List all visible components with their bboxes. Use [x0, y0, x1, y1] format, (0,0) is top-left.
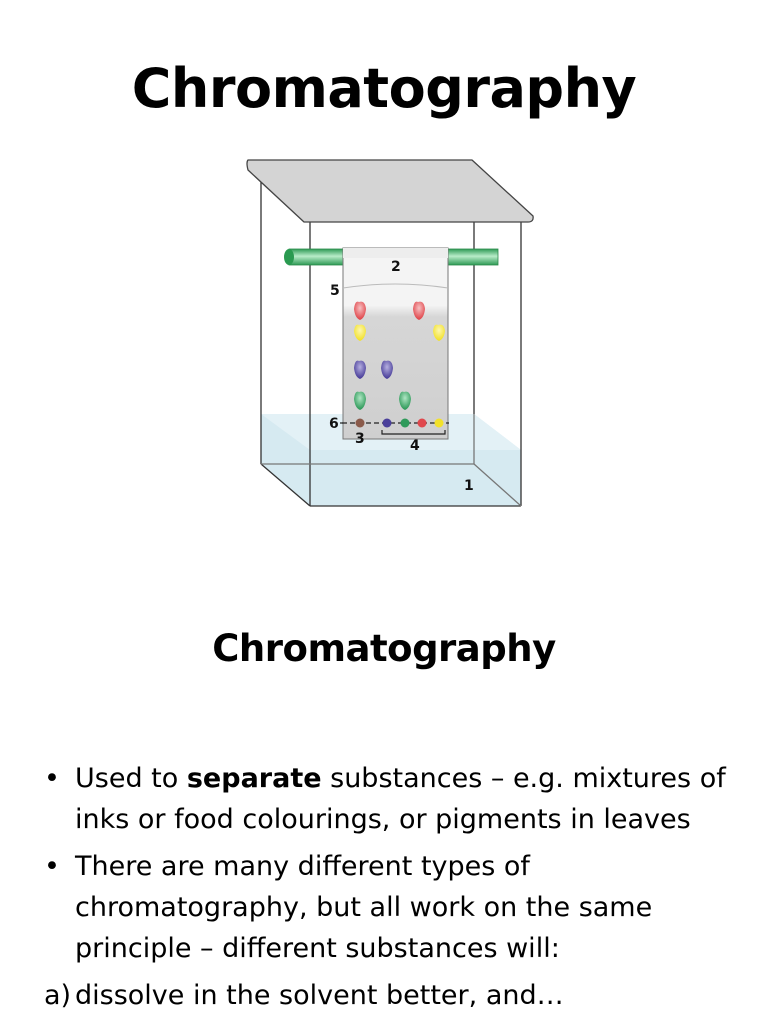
bullet-text-post: substances – e.g. mixtures of inks or fo…	[75, 763, 726, 835]
bullet-dot-icon: •	[44, 851, 60, 882]
label-tank: 1	[464, 478, 474, 494]
bullet-text-pre: Used to	[75, 763, 187, 794]
label-start-line: 6	[329, 416, 339, 432]
bullet-text-bold: separate	[186, 763, 322, 794]
label-mixtures: 4	[410, 438, 420, 454]
paper-strip	[342, 247, 449, 440]
spot-yellow	[433, 324, 445, 341]
start-line	[342, 418, 449, 435]
spot-blue	[381, 360, 393, 379]
spot-green	[354, 391, 366, 410]
bullet-item: • Used to separate substances – e.g. mix…	[44, 758, 744, 840]
section-title: Chromatography	[212, 627, 556, 670]
spot-red	[354, 301, 366, 320]
bullet-dot-icon: •	[44, 763, 60, 794]
spot-blue	[354, 360, 366, 379]
bullet-text: There are many different types of chroma…	[75, 851, 653, 964]
label-spot: 3	[355, 431, 365, 447]
bullet-item: • There are many different types of chro…	[44, 846, 744, 969]
lid	[246, 159, 534, 223]
enum-item: a) dissolve in the solvent better, and…	[44, 975, 744, 1016]
spot-red	[413, 301, 425, 320]
spots	[354, 301, 445, 410]
slide-title: Chromatography	[131, 57, 637, 120]
enum-text: dissolve in the solvent better, and…	[75, 980, 564, 1011]
enum-label: a)	[44, 980, 72, 1011]
chromatography-diagram: 2 5 6 3 4 1	[246, 159, 534, 507]
label-paper: 2	[391, 259, 401, 275]
spot-green	[399, 391, 411, 410]
label-solvent-front: 5	[330, 283, 340, 299]
content-body: • Used to separate substances – e.g. mix…	[44, 758, 744, 1016]
spot-yellow	[354, 324, 366, 341]
